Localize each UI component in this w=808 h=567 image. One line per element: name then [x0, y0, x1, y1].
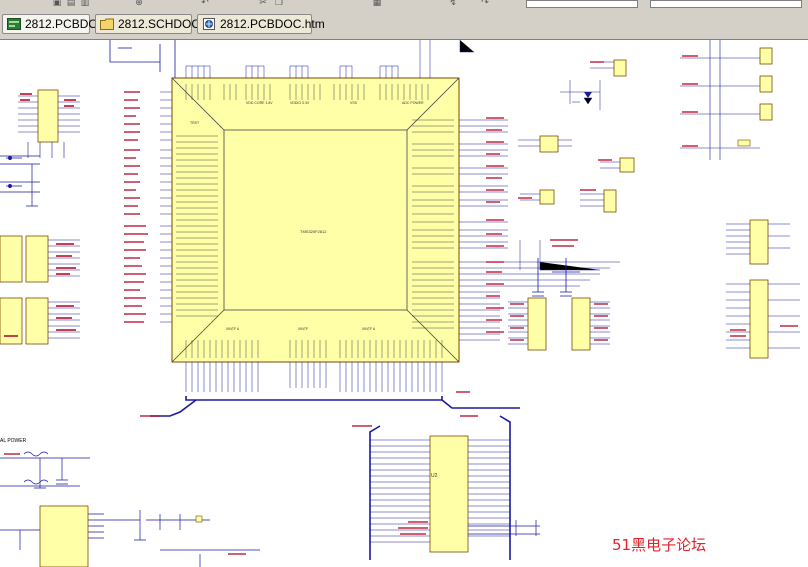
reset-switch-net	[109, 40, 176, 80]
u2-memory-chip	[370, 435, 540, 553]
tab-label: 2812.PCBDOC.htm	[220, 17, 325, 31]
u1-right-net-labels	[486, 117, 578, 333]
capacitors-right	[532, 258, 580, 297]
svg-text:VDD CORE 1.8V: VDD CORE 1.8V	[246, 101, 273, 105]
header-j3	[508, 297, 547, 351]
u1-left-net-labels	[124, 91, 148, 323]
pcb-document-icon	[7, 18, 21, 30]
power-section: AL POWER	[0, 438, 260, 567]
jtag-header	[18, 89, 80, 158]
right-header-j5	[726, 219, 790, 265]
watermark-text: 51黑电子论坛	[612, 536, 707, 554]
led-array	[680, 40, 773, 160]
copy-icon[interactable]: ❐	[274, 0, 284, 8]
u1-right-nets	[459, 119, 620, 341]
svg-text:XINTF: XINTF	[298, 327, 308, 331]
tab-schdoc[interactable]: 2812.SCHDOC	[95, 14, 200, 34]
u2-designator: U2	[431, 473, 438, 479]
svg-text:VSS: VSS	[350, 101, 358, 105]
document-tab-bar: 2812.PCBDOC 2812.SCHDOC 2812.PCBDOC.htm	[0, 8, 808, 40]
html-document-icon	[203, 18, 215, 30]
open-icon[interactable]: ▣	[52, 0, 62, 8]
tab-label: 2812.SCHDOC	[118, 17, 201, 31]
schematic-document-icon	[100, 18, 114, 30]
paste-icon[interactable]: ▦	[372, 0, 382, 8]
tab-htm[interactable]: 2812.PCBDOC.htm	[197, 14, 325, 34]
right-header-j6	[726, 279, 800, 359]
probe-icon[interactable]: ↯	[449, 0, 457, 8]
tab-label: 2812.PCBDOC	[25, 17, 107, 31]
svg-text:ADC POWER: ADC POWER	[402, 101, 424, 105]
svg-text:TRST: TRST	[190, 121, 200, 125]
power-section-label: AL POWER	[0, 438, 27, 444]
left-header-j2	[0, 297, 80, 345]
save-icon[interactable]: ▤	[66, 0, 76, 8]
xintf-bus	[150, 396, 520, 560]
u1-left-pins	[160, 91, 172, 323]
undo-icon[interactable]: ↶	[201, 0, 209, 8]
push-buttons	[0, 155, 40, 207]
left-header-j1	[0, 235, 80, 283]
u1-bottom-pins	[185, 362, 443, 392]
bus-net-labels	[140, 391, 478, 427]
svg-text:VDDIO 3.3V: VDDIO 3.3V	[290, 101, 310, 105]
svg-text:XINTF A: XINTF A	[362, 327, 376, 331]
zoom-icon[interactable]: ⊕	[135, 0, 143, 8]
u1-top-pins	[185, 40, 474, 78]
print-icon[interactable]: ▥	[80, 0, 90, 8]
small-chips-right	[518, 59, 635, 213]
redo-icon[interactable]: ↷	[481, 0, 489, 8]
svg-text:XINTF A: XINTF A	[226, 327, 240, 331]
tab-pcbdoc[interactable]: 2812.PCBDOC	[2, 14, 106, 34]
cut-icon[interactable]: ✂	[259, 0, 267, 8]
toolbar-combo-2[interactable]	[650, 0, 802, 8]
u1-part-number: TMS320F2812	[300, 229, 327, 234]
toolbar-combo-1[interactable]	[526, 0, 638, 8]
header-j4	[571, 297, 610, 351]
